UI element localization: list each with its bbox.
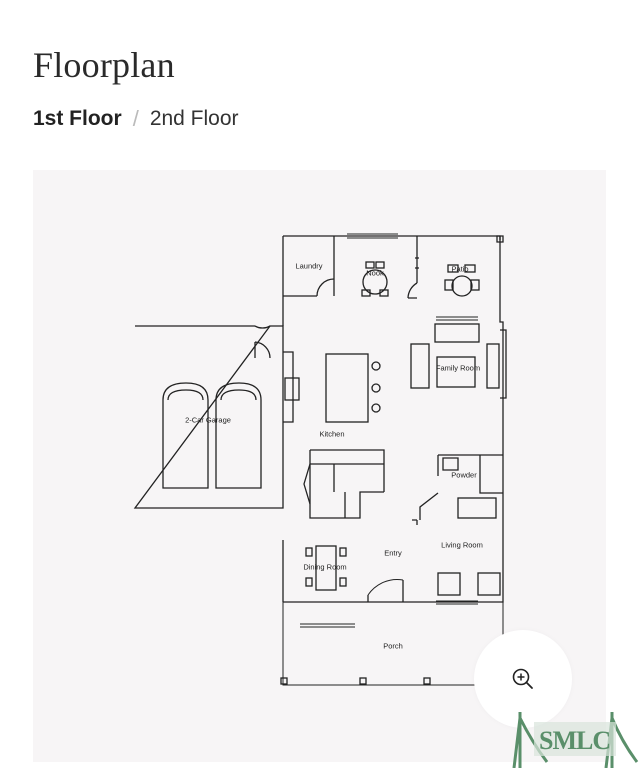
zoom-in-icon bbox=[512, 668, 533, 689]
room-label-garage: 2-Car Garage bbox=[185, 415, 231, 425]
zoom-button[interactable] bbox=[474, 630, 572, 728]
tab-separator: / bbox=[132, 106, 139, 131]
floor-tabs: 1st Floor / 2nd Floor bbox=[33, 106, 239, 132]
room-label-living-room: Living Room bbox=[441, 540, 483, 550]
brand-logo: SMLC bbox=[512, 712, 639, 769]
floorplan-panel: Laundry Nook Patio Family Room 2-Car Gar… bbox=[33, 170, 606, 762]
tab-2nd-floor[interactable]: 2nd Floor bbox=[149, 107, 239, 130]
tab-1st-floor[interactable]: 1st Floor bbox=[33, 107, 122, 130]
logo-text: SMLC bbox=[539, 726, 611, 755]
floorplan-drawing bbox=[133, 233, 507, 686]
room-label-laundry: Laundry bbox=[295, 261, 323, 271]
page-title: Floorplan bbox=[33, 45, 175, 85]
room-label-family-room: Family Room bbox=[435, 363, 481, 373]
room-label-nook: Nook bbox=[366, 268, 384, 278]
room-label-kitchen: Kitchen bbox=[319, 429, 345, 439]
bridge-logo bbox=[512, 712, 639, 769]
room-label-powder: Powder bbox=[451, 470, 477, 480]
room-label-porch: Porch bbox=[383, 641, 403, 651]
room-label-dining-room: Dining Room bbox=[303, 562, 347, 572]
room-label-patio: Patio bbox=[451, 264, 469, 274]
room-label-entry: Entry bbox=[384, 548, 402, 558]
